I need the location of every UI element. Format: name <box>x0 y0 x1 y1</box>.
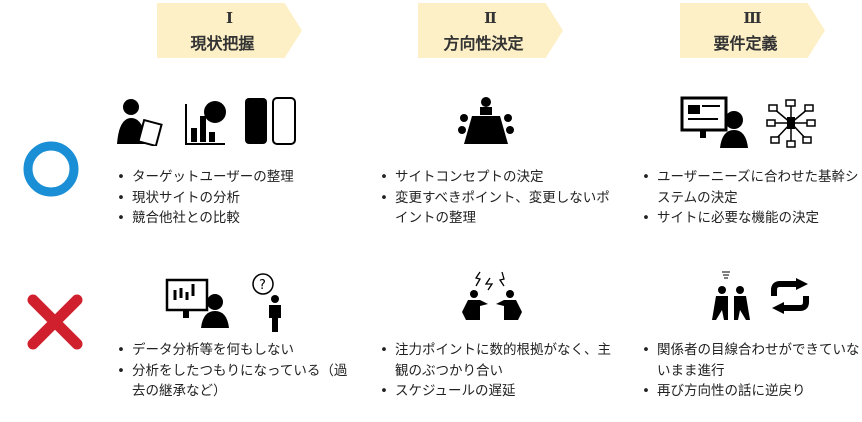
list-item: ユーザーニーズに合わせた基幹システムの決定 <box>640 167 862 208</box>
list-item: スケジュールの遅延 <box>378 381 623 402</box>
svg-text:?: ? <box>259 278 266 293</box>
list-item: 競合他社との比較 <box>115 208 355 229</box>
phase-banner-3: Ⅲ 要件定義 <box>680 3 825 58</box>
confused-person-icon: ? <box>252 273 281 332</box>
person-with-document-icon <box>117 99 163 146</box>
bad-list-3: 関係者の目線合わせができていないまま進行 再び方向性の話に逆戻り <box>640 340 862 402</box>
phase-title: 要件定義 <box>713 34 778 53</box>
list-item: ターゲットユーザーの整理 <box>115 167 355 188</box>
list-item: サイトコンセプトの決定 <box>378 167 623 188</box>
good-list-3: ユーザーニーズに合わせた基幹システムの決定 サイトに必要な機能の決定 <box>640 167 862 229</box>
list-item: 分析をしたつもりになっている（過去の継承など） <box>115 361 355 402</box>
good-icons-1 <box>115 96 299 146</box>
phase-number: Ⅱ <box>484 9 497 27</box>
meeting-icon <box>458 97 514 144</box>
good-list-1: ターゲットユーザーの整理 現状サイトの分析 競合他社との比較 <box>115 167 355 229</box>
smartphone-icon <box>245 97 296 145</box>
list-item: 変更すべきポイント、変更しないポイントの整理 <box>378 188 623 229</box>
chart-icon <box>185 101 226 145</box>
arguing-people-icon <box>462 271 522 320</box>
list-item: 再び方向性の話に逆戻り <box>640 381 862 402</box>
good-icons-2 <box>458 96 514 146</box>
list-item: 注力ポイントに数的根拠がなく、主観のぶつかり合い <box>378 340 623 381</box>
circle-icon <box>23 141 79 197</box>
confused-people-icon <box>712 271 750 320</box>
phase-title: 現状把握 <box>190 34 255 53</box>
phase-title: 方向性決定 <box>443 34 524 53</box>
list-item: 関係者の目線合わせができていないまま進行 <box>640 340 862 381</box>
list-item: 現状サイトの分析 <box>115 188 355 209</box>
list-item: サイトに必要な機能の決定 <box>640 208 862 229</box>
list-item: データ分析等を何もしない <box>115 340 355 361</box>
bad-icons-1: ? <box>165 272 287 332</box>
analysis-monitor-user-icon <box>165 278 229 328</box>
computer-user-icon <box>680 96 748 148</box>
bad-list-1: データ分析等を何もしない 分析をしたつもりになっている（過去の継承など） <box>115 340 355 402</box>
cross-icon <box>27 294 83 350</box>
phase-number: Ⅲ <box>743 9 762 27</box>
repeat-icon <box>771 278 809 314</box>
phase-banner-1: Ⅰ 現状把握 <box>157 3 302 58</box>
good-icons-3 <box>680 96 816 148</box>
bad-list-2: 注力ポイントに数的根拠がなく、主観のぶつかり合い スケジュールの遅延 <box>378 340 623 402</box>
network-icon <box>766 99 816 148</box>
bad-icons-3 <box>710 270 810 320</box>
phase-number: Ⅰ <box>225 9 234 27</box>
phase-banner-2: Ⅱ 方向性決定 <box>418 3 563 58</box>
bad-icons-2 <box>458 270 528 320</box>
good-list-2: サイトコンセプトの決定 変更すべきポイント、変更しないポイントの整理 <box>378 167 623 229</box>
